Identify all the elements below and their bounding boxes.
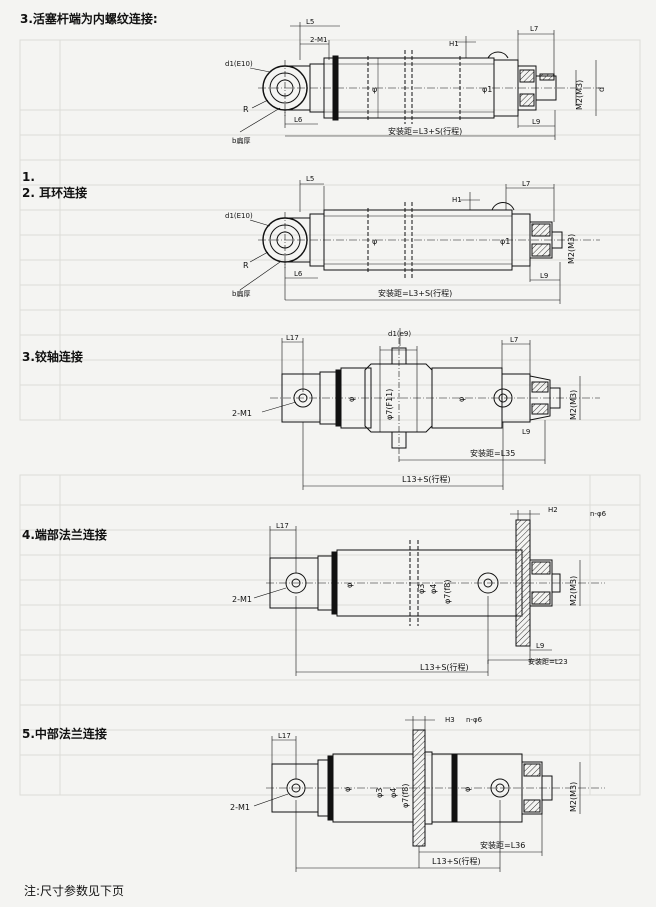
label-2m1-mid-flange: 2-M1 [230,803,250,812]
label-h1-top: H1 [449,40,459,48]
label-d1-e10-top: d1(E10) [225,60,253,68]
label-h3: H3 [445,716,455,724]
label-l17-end-flange: L17 [276,522,289,530]
label-l5-ear: L5 [306,175,314,183]
label-m2-end-flange: M2(M3) [569,576,578,606]
label-n-phi6-end: n-φ6 [590,510,607,518]
label-l9-end-flange: L9 [536,642,544,650]
label-d1-e9: d1(e9) [388,330,411,338]
label-phi4-mid: φ4 [389,788,398,798]
label-h2: H2 [548,506,558,514]
section-title-3a: 3.活塞杆端为内螺纹连接: [20,12,158,26]
label-phi3-mid: φ3 [375,788,384,798]
section-title-3b: 3.铰轴连接 [22,350,83,364]
label-total-5: L13+S(行程) [432,856,481,866]
drawing-end-flange [253,510,605,676]
label-install-2: 安装距=L3+S(行程) [378,288,452,298]
label-l5-top: L5 [306,18,314,26]
label-b-thick-ear: b扁厚 [232,289,250,298]
label-phi-mid-flange: φ [343,787,352,792]
label-install-3: 安装距=L35 [470,448,515,458]
label-2m1-top: 2-M1 [310,36,327,44]
section-title-2: 2. 耳环连接 [22,186,88,200]
label-total-4: L13+S(行程) [420,662,469,672]
drawing-ear-ring [239,180,600,304]
label-phi-f8-mid: φ7(f8) [401,783,410,808]
label-phi-mid-flange-2: φ [463,787,472,792]
label-phi-end-flange: φ [345,583,354,588]
label-l9-trunnion: L9 [522,428,530,436]
label-l7-ear: L7 [522,180,530,188]
label-l6-top: L6 [294,116,303,124]
label-l9-ear: L9 [540,272,548,280]
label-phi-ear: φ [372,237,377,246]
label-2m1-trunnion: 2-M1 [232,409,252,418]
label-install-1: 安装距=L3+S(行程) [388,126,462,136]
label-phi1-top: φ1 [482,85,492,94]
label-m2-mid-flange: M2(M3) [569,782,578,812]
label-phi-top: φ [372,85,377,94]
label-d1-e10-ear: d1(E10) [225,212,253,220]
drawing-trunnion [261,328,600,490]
label-n-phi6-mid: n-φ6 [466,716,483,724]
label-d-top: d [597,87,606,92]
label-l7-trunnion: L7 [510,336,518,344]
label-total-3: L13+S(行程) [402,474,451,484]
label-m2-top: M2(M3) [575,80,584,110]
footnote: 注:尺寸参数见下页 [24,884,125,898]
label-l17-mid-flange: L17 [278,732,291,740]
label-r-top: R [243,105,249,114]
drawing-middle-flange [253,716,605,872]
label-phi-trunnion: φ [347,397,356,402]
label-install-4: 安装距=L23 [528,657,568,666]
label-b-thick-top: b扁厚 [232,136,250,145]
label-l7-top: L7 [530,25,538,33]
label-l9-top: L9 [532,118,540,126]
label-2m1-end-flange: 2-M1 [232,595,252,604]
label-phi1-ear: φ1 [500,237,510,246]
drawing-rod-end-internal-thread [239,22,600,140]
label-phi-f11: φ7(F11) [385,389,394,420]
label-phi-f8-end: φ7(f8) [443,579,452,604]
label-l17-trunnion: L17 [286,334,299,342]
label-r-ear: R [243,261,249,270]
label-h1-ear: H1 [452,196,462,204]
label-phi4-end: φ4 [429,584,438,594]
label-m2-ear: M2(M3) [567,234,576,264]
label-install-5: 安装距=L36 [480,840,525,850]
label-m2-trunnion: M2(M3) [569,390,578,420]
section-title-5: 5.中部法兰连接 [22,727,107,741]
label-phi3-end: φ3 [417,584,426,594]
label-phi-trunnion-2: φ [457,397,466,402]
label-l6-ear: L6 [294,270,303,278]
section-title-4: 4.端部法兰连接 [22,528,107,542]
section-title-1: 1. [22,170,35,184]
